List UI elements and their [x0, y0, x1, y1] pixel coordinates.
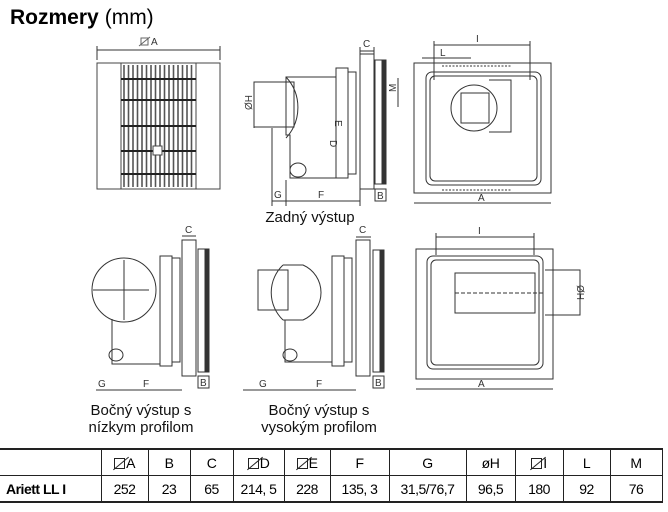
table-cell: 180	[514, 475, 564, 503]
table-cell: 76	[609, 475, 663, 503]
diameter-label: I	[531, 455, 547, 471]
label-h-side: ØH	[574, 285, 585, 300]
side-outlet-back-drawing: I ØH A	[415, 226, 585, 390]
header-f: F	[329, 448, 390, 476]
header-h: øH	[465, 448, 516, 476]
diameter-symbol-icon	[531, 457, 543, 469]
caption-side-high-line1: Bočný výstup s	[268, 402, 370, 419]
table-cell: 228	[283, 475, 331, 503]
label-e: E	[332, 120, 343, 127]
rear-outlet-side-drawing: C ØH D E G F B	[244, 39, 387, 206]
diameter-label: D	[247, 455, 270, 471]
page-title: Rozmery(mm)	[10, 6, 154, 30]
diameter-label: A	[114, 455, 135, 471]
title-text: Rozmery	[10, 6, 99, 29]
header-e: E	[283, 448, 331, 476]
label-b-low: B	[200, 378, 207, 389]
table-cell: 65	[189, 475, 234, 503]
header-a: A	[100, 448, 149, 476]
label-g-low: G	[98, 379, 106, 390]
caption-side-low-line2: nízkym profilom	[88, 419, 194, 436]
header-b: B	[147, 448, 191, 476]
technical-drawings: A C ØH D E G F B I L	[91, 34, 585, 391]
rear-outlet-back-drawing: I L M A	[388, 34, 552, 204]
label-c-high: C	[359, 225, 366, 236]
label-b-high: B	[375, 378, 382, 389]
label-g-high: G	[259, 379, 267, 390]
diameter-label: E	[296, 455, 318, 471]
label-f-high: F	[316, 379, 322, 390]
caption-side-low-line1: Bočný výstup s	[90, 402, 192, 419]
label-i: I	[476, 34, 479, 45]
diameter-symbol-icon	[138, 36, 151, 47]
table-cell: 135, 3	[329, 475, 390, 503]
header-c: C	[189, 448, 234, 476]
caption-side-high-line2: vysokým profilom	[261, 419, 377, 436]
caption-side-high: Bočný výstup s vysokým profilom	[244, 402, 394, 436]
caption-rear-outlet: Zadný výstup	[265, 209, 355, 226]
label-i-side: I	[478, 226, 481, 237]
label-a-side: A	[478, 379, 485, 390]
header-l: L	[562, 448, 611, 476]
table-cell: 92	[562, 475, 611, 503]
side-low-profile-drawing: C G F B	[91, 225, 210, 391]
label-b: B	[377, 191, 384, 202]
label-a: A	[151, 37, 158, 48]
title-unit: (mm)	[104, 6, 154, 29]
grille	[121, 65, 196, 187]
label-f-low: F	[143, 379, 149, 390]
center-square	[152, 145, 163, 156]
label-c: C	[363, 39, 370, 50]
caption-side-low: Bočný výstup s nízkym profilom	[66, 402, 216, 436]
header-model	[0, 448, 102, 476]
table-cell: 252	[100, 475, 149, 503]
table-cell: 23	[147, 475, 191, 503]
header-g: G	[388, 448, 467, 476]
header-m: M	[609, 448, 663, 476]
front-view-drawing: A	[96, 36, 221, 190]
table-cell: 214, 5	[232, 475, 285, 503]
label-h: ØH	[244, 95, 255, 110]
diameter-symbol-icon	[114, 457, 126, 469]
side-high-profile-drawing: C G F B	[243, 225, 385, 391]
label-c-low: C	[185, 225, 192, 236]
label-g: G	[274, 190, 282, 201]
diameter-symbol-icon	[247, 457, 259, 469]
label-d: D	[327, 140, 338, 147]
label-m: M	[388, 84, 399, 92]
diameter-symbol-icon	[296, 457, 308, 469]
label-l: L	[440, 48, 446, 59]
table-cell: 31,5/76,7	[388, 475, 467, 503]
header-d: D	[232, 448, 285, 476]
model-name: Ariett LL I	[0, 475, 102, 503]
header-i: I	[514, 448, 564, 476]
table-cell: 96,5	[465, 475, 516, 503]
label-f: F	[318, 190, 324, 201]
label-a-back: A	[478, 193, 485, 204]
